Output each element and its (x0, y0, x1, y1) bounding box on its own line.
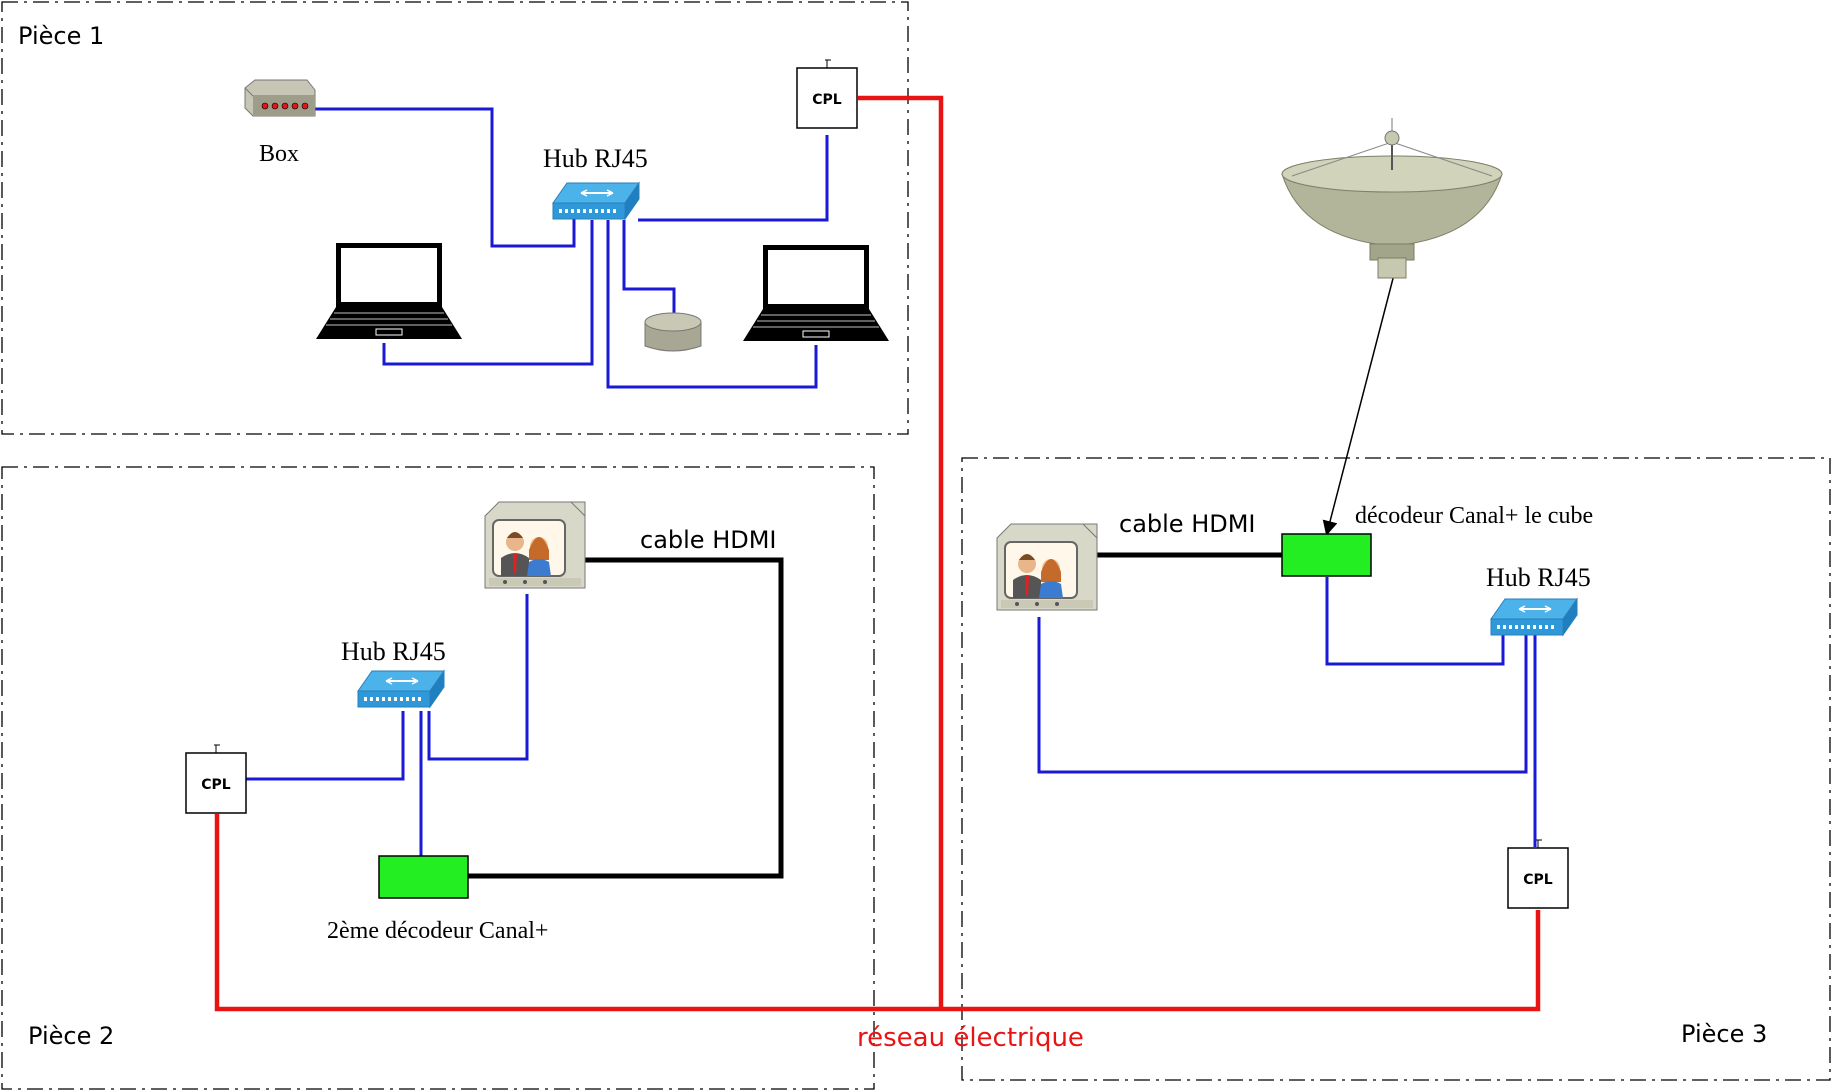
room3-label: Pièce 3 (1681, 1020, 1767, 1048)
satellite-dish-icon (1281, 118, 1503, 279)
laptop-icon (742, 244, 890, 342)
box-label: Box (259, 141, 299, 167)
hub-icon (357, 670, 445, 708)
wire-tv3-hub3 (1037, 617, 1528, 774)
wire-hub1-laptop2 (606, 220, 818, 389)
wire-hub2-cpl2 (246, 711, 405, 781)
hdmi3-label: cable HDMI (1119, 510, 1256, 538)
laptop-icon (315, 242, 463, 340)
hub2-label: Hub RJ45 (341, 637, 446, 666)
room2-label: Pièce 2 (28, 1022, 114, 1050)
decoder2-label: 2ème décodeur Canal+ (327, 918, 548, 944)
wire-hub1-storage (622, 220, 676, 316)
wire-hub2-tv2 (427, 594, 529, 761)
room1-border (1, 1, 909, 435)
hdmi-cable-room2 (466, 557, 784, 879)
hub3-label: Hub RJ45 (1486, 563, 1591, 592)
cpl1-label: CPL (812, 92, 842, 108)
power-line-cpl1 (858, 95, 944, 1009)
hub1-label: Hub RJ45 (543, 144, 648, 173)
storage-icon (644, 312, 702, 352)
hub-icon (1490, 598, 1578, 636)
router-icon (244, 79, 316, 117)
hub-icon (552, 182, 640, 220)
cpl3-label: CPL (1523, 872, 1553, 888)
power-line-main (214, 814, 1541, 1012)
decoder-icon (1281, 533, 1372, 577)
room2-border (1, 466, 875, 1090)
tv-icon (996, 523, 1098, 611)
wire-decoder3-hub3 (1325, 577, 1505, 666)
hdmi2-label: cable HDMI (640, 526, 777, 554)
decoder3-label: décodeur Canal+ le cube (1355, 503, 1593, 529)
wire-hub1-laptop1 (382, 220, 594, 366)
room1-label: Pièce 1 (18, 22, 104, 50)
tv-icon (484, 501, 586, 589)
wire-hub1-cpl1 (638, 135, 829, 222)
cpl2-label: CPL (201, 777, 231, 793)
power-network-label: réseau électrique (857, 1023, 1084, 1053)
room3-border (961, 457, 1831, 1081)
decoder-icon (378, 855, 469, 899)
wire-box-hub1 (312, 107, 576, 248)
satellite-signal-arrow (1322, 262, 1398, 536)
